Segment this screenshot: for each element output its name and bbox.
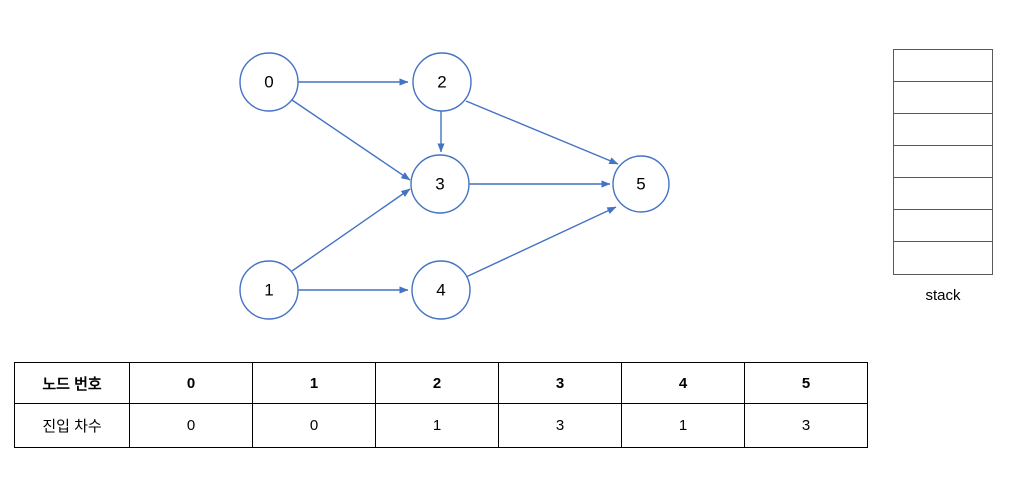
stack-cell[interactable] [894, 114, 992, 146]
node-5-label: 5 [636, 174, 645, 193]
stack-widget: stack [893, 49, 995, 304]
table-cell-indegree-3: 3 [498, 403, 622, 448]
table-row: 노드 번호 0 1 2 3 4 5 [14, 362, 868, 404]
stack-label: stack [925, 287, 961, 304]
edge-0-to-3 [291, 99, 411, 181]
graph-node-1[interactable]: 1 [239, 260, 299, 320]
stack-box[interactable] [893, 49, 993, 275]
node-0-circle[interactable] [239, 52, 299, 112]
graph-node-3[interactable]: 3 [410, 154, 470, 214]
node-1-label: 1 [264, 280, 273, 299]
in-degree-table: 노드 번호 0 1 2 3 4 5 진입 차수 0 0 1 3 1 3 [14, 362, 868, 448]
node-1-circle[interactable] [239, 260, 299, 320]
node-4-circle[interactable] [411, 260, 471, 320]
node-2-label: 2 [437, 72, 446, 91]
graph-edges [291, 78, 619, 294]
stack-cell[interactable] [894, 210, 992, 242]
table-cell-indegree-4: 1 [621, 403, 745, 448]
edge-4-to-5 [465, 206, 617, 278]
graph-node-5[interactable]: 5 [612, 155, 670, 213]
table-cell-indegree-1: 0 [252, 403, 376, 448]
table-cell-indegree-5: 3 [744, 403, 868, 448]
node-5-circle[interactable] [612, 155, 670, 213]
graph-nodes: 0 1 2 3 4 5 [239, 52, 670, 320]
stack-cell[interactable] [894, 50, 992, 82]
graph-node-0[interactable]: 0 [239, 52, 299, 112]
table-cell-node-1: 1 [252, 362, 376, 404]
graph-node-2[interactable]: 2 [412, 52, 472, 112]
edge-2-to-5 [465, 100, 619, 165]
node-0-label: 0 [264, 72, 273, 91]
node-3-label: 3 [435, 174, 444, 193]
node-3-circle[interactable] [410, 154, 470, 214]
stack-cell[interactable] [894, 242, 992, 274]
table-cell-indegree-0: 0 [129, 403, 253, 448]
edge-1-to-3 [291, 188, 411, 272]
table-row-header-in-degree: 진입 차수 [14, 403, 130, 448]
node-4-label: 4 [436, 280, 445, 299]
graph-node-4[interactable]: 4 [411, 260, 471, 320]
stack-cell[interactable] [894, 178, 992, 210]
table-cell-indegree-2: 1 [375, 403, 499, 448]
table-row-header-node-number: 노드 번호 [14, 362, 130, 404]
table-cell-node-0: 0 [129, 362, 253, 404]
table-row: 진입 차수 0 0 1 3 1 3 [14, 403, 868, 448]
node-2-circle[interactable] [412, 52, 472, 112]
table-cell-node-3: 3 [498, 362, 622, 404]
stack-cell[interactable] [894, 146, 992, 178]
stack-cell[interactable] [894, 82, 992, 114]
table-cell-node-2: 2 [375, 362, 499, 404]
directed-graph: 0 1 2 3 4 5 [239, 52, 670, 320]
table-cell-node-5: 5 [744, 362, 868, 404]
table-cell-node-4: 4 [621, 362, 745, 404]
